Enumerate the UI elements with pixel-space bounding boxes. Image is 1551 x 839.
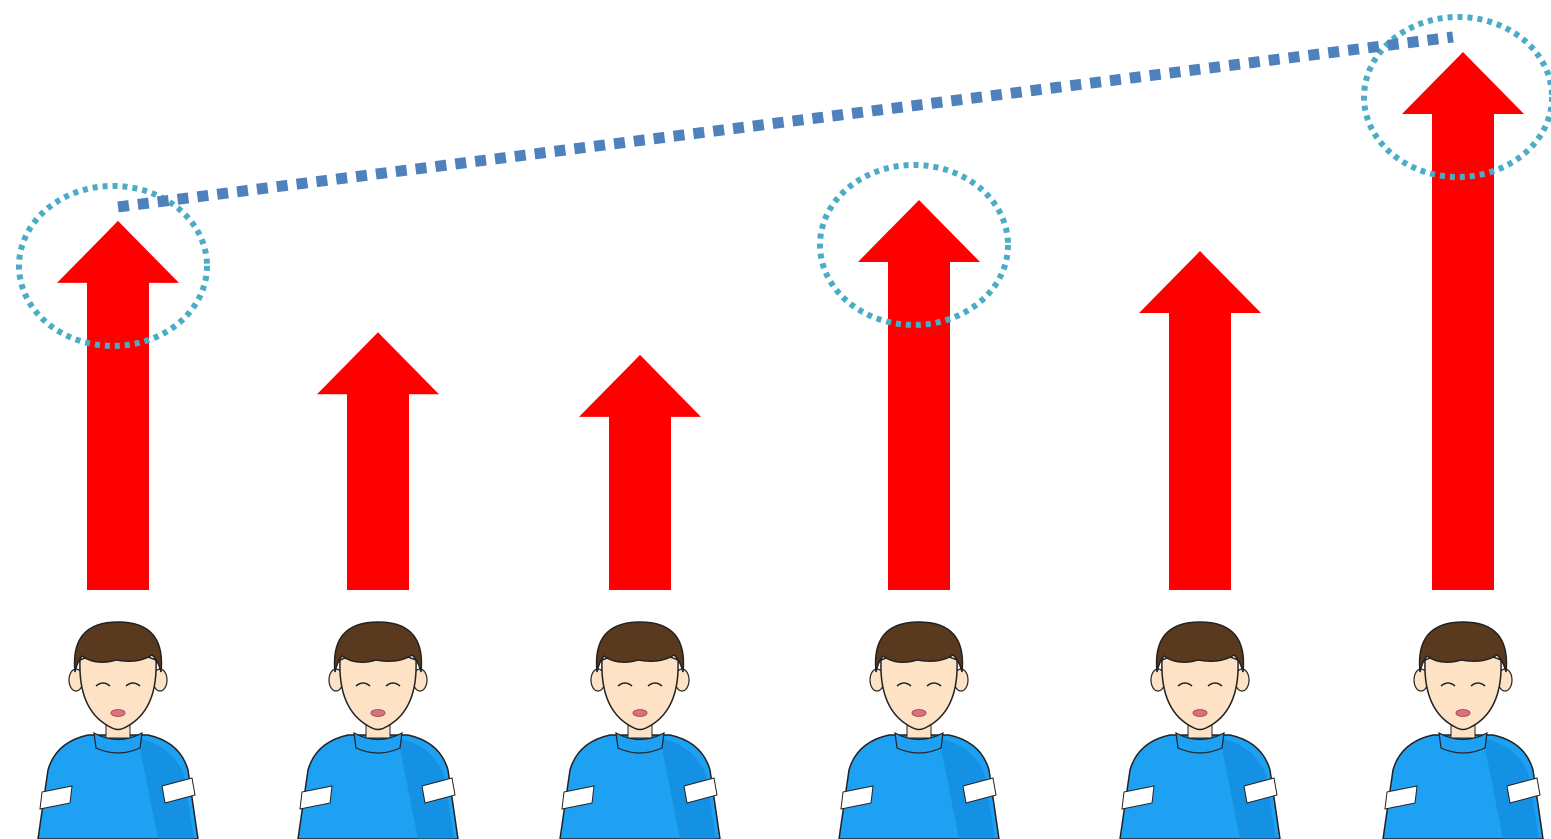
highlights-layer xyxy=(19,17,1551,346)
boy-avatar-icon-3 xyxy=(560,622,720,839)
face xyxy=(340,652,416,730)
up-arrow-icon-3 xyxy=(579,355,701,590)
mouth xyxy=(1456,710,1470,717)
up-arrow-icon-2 xyxy=(317,332,439,590)
boy-avatar-icon-2 xyxy=(298,622,458,839)
boy-avatar-icon-1 xyxy=(38,622,198,839)
mouth xyxy=(912,710,926,717)
face xyxy=(602,652,678,730)
mouth xyxy=(371,710,385,717)
up-arrow-icon-5 xyxy=(1139,251,1261,590)
boy-avatar-icon-6 xyxy=(1383,622,1543,839)
mouth xyxy=(633,710,647,717)
up-arrow-icon-4 xyxy=(858,200,980,590)
boy-avatar-icon-5 xyxy=(1120,622,1280,839)
mouth xyxy=(1193,710,1207,717)
connector-layer xyxy=(118,37,1453,207)
face xyxy=(80,652,156,730)
face xyxy=(1162,652,1238,730)
face xyxy=(881,652,957,730)
up-arrow-icon-6 xyxy=(1402,52,1524,590)
figures-layer xyxy=(38,622,1543,839)
connector-dashed-line xyxy=(118,37,1453,207)
mouth xyxy=(111,710,125,717)
up-arrow-icon-1 xyxy=(57,221,179,590)
arrows-layer xyxy=(57,52,1524,590)
boy-avatar-icon-4 xyxy=(839,622,999,839)
face xyxy=(1425,652,1501,730)
